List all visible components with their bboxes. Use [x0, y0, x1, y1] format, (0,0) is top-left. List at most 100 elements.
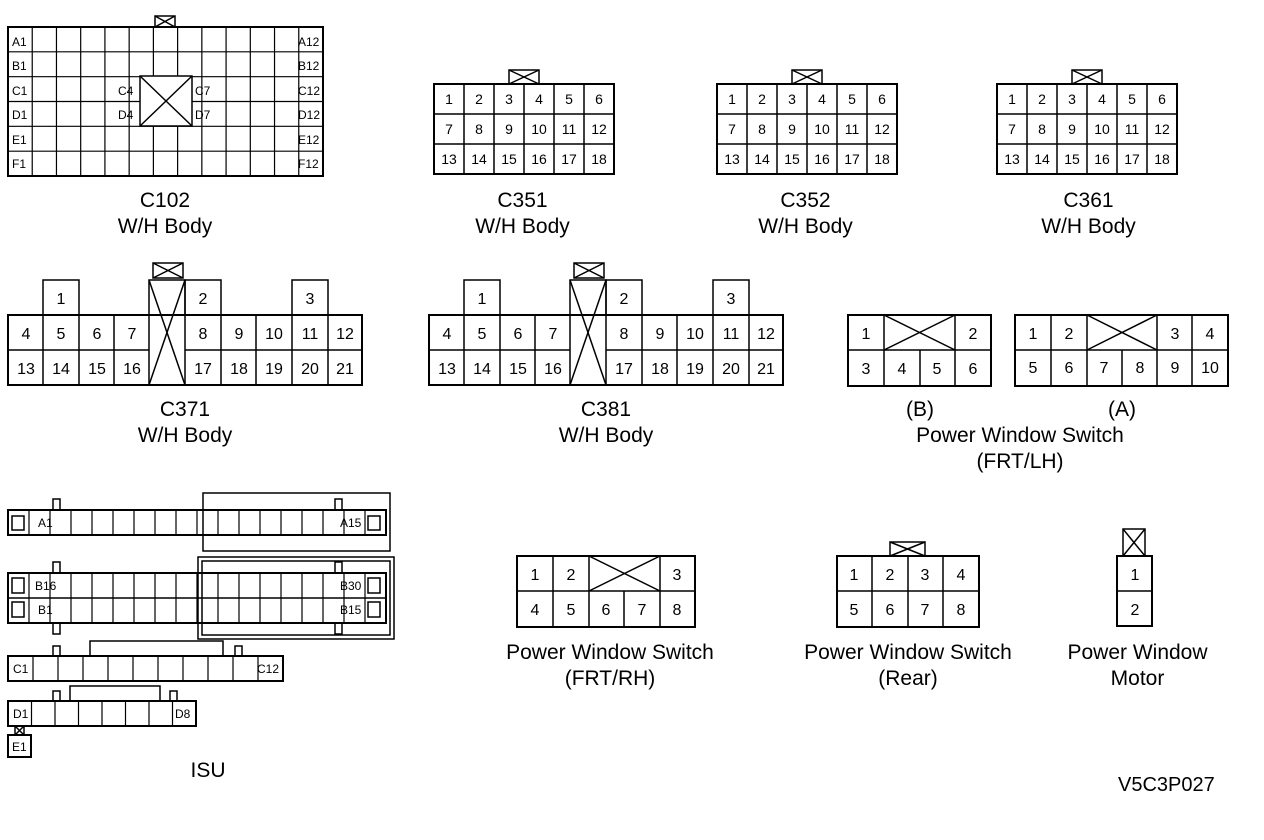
pin-number: 8	[758, 121, 766, 137]
pin-label: A15	[340, 516, 362, 530]
pin-number: 20	[301, 361, 319, 378]
pin-number: 17	[561, 151, 577, 167]
label-a: (A)	[1108, 398, 1136, 421]
caption-c352: C352 W/H Body	[738, 188, 873, 240]
pin-number: 13	[17, 361, 35, 378]
pin-number: 10	[686, 326, 704, 343]
pin-number: 15	[88, 361, 106, 378]
pin-number: 3	[921, 567, 930, 584]
pin-number: 1	[445, 91, 453, 107]
pin-number: 2	[1038, 91, 1046, 107]
pin-number: 3	[1068, 91, 1076, 107]
pin-label: B16	[35, 579, 57, 593]
connector-pws-frt-lh-b: 1 2 3 4 5 6	[847, 314, 992, 387]
pin-number: 12	[591, 121, 607, 137]
connector-pw-motor: 1 2	[1116, 528, 1153, 627]
caption-c371: C371 W/H Body	[115, 397, 255, 449]
pin-number: 6	[1158, 91, 1166, 107]
caption-pw-motor: Power Window Motor	[1045, 640, 1230, 692]
pin-number: 5	[848, 91, 856, 107]
pin-number: 6	[1065, 360, 1074, 377]
pin-number: 2	[886, 567, 895, 584]
pin-number: 19	[686, 361, 704, 378]
pin-number: 9	[505, 121, 513, 137]
pin-number: 16	[531, 151, 547, 167]
pin-number: 3	[505, 91, 513, 107]
pin-number: 4	[957, 567, 966, 584]
pin-label: A1	[12, 35, 27, 49]
label-b: (B)	[906, 398, 934, 421]
pin-number: 11	[562, 121, 577, 137]
pin-number: 4	[1206, 326, 1215, 343]
pin-number: 9	[235, 326, 244, 343]
pin-number: 15	[1064, 151, 1080, 167]
pin-number: 13	[1004, 151, 1020, 167]
pin-label: C7	[195, 84, 211, 98]
pin-label: D8	[175, 707, 191, 721]
pin-number: 8	[1136, 360, 1145, 377]
connector-name: C371	[159, 398, 211, 421]
caption-c351: C351 W/H Body	[455, 188, 590, 240]
pin-number: 11	[845, 121, 860, 137]
pin-number: 4	[443, 326, 452, 343]
connector-name: Power Window Switch	[804, 641, 1012, 664]
pin-number: 3	[1171, 326, 1180, 343]
pin-number: 1	[1131, 567, 1140, 584]
pin-number: 2	[620, 291, 629, 308]
pin-number: 1	[728, 91, 736, 107]
pin-number: 5	[57, 326, 66, 343]
pin-number: 2	[969, 326, 978, 343]
connector-isu: A1 A15 B16 B30 B1 B15 C1 C12 D1 D8 E1	[7, 492, 395, 758]
pin-number: 7	[1008, 121, 1016, 137]
pin-label: C1	[12, 84, 28, 98]
pin-number: 3	[788, 91, 796, 107]
pin-number: 17	[615, 361, 633, 378]
connector-location: (FRT/LH)	[976, 450, 1064, 473]
pin-number: 1	[531, 567, 540, 584]
pin-number: 3	[306, 291, 315, 308]
pin-number: 18	[230, 361, 248, 378]
pin-label: D1	[13, 707, 29, 721]
pin-number: 16	[123, 361, 141, 378]
pin-number: 6	[886, 602, 895, 619]
pin-number: 10	[814, 121, 830, 137]
pin-number: 9	[788, 121, 796, 137]
pin-label: B12	[298, 59, 320, 73]
pin-number: 15	[501, 151, 517, 167]
connector-location: (Rear)	[878, 667, 938, 690]
connector-name: Power Window Switch	[916, 424, 1124, 447]
connector-c361: 1 2 3 4 5 6 7 8 9 10 11 12 13 14 15 16 1…	[996, 69, 1178, 175]
pin-number: 12	[757, 326, 775, 343]
pin-number: 12	[1154, 121, 1170, 137]
pin-number: 8	[1038, 121, 1046, 137]
pin-number: 16	[544, 361, 562, 378]
connector-name: C381	[580, 398, 632, 421]
pin-number: 17	[194, 361, 212, 378]
pin-number: 1	[850, 567, 859, 584]
pin-label: F1	[12, 157, 26, 171]
pin-number: 2	[199, 291, 208, 308]
caption-isu: ISU	[190, 759, 226, 782]
pin-number: 17	[1124, 151, 1140, 167]
pin-number: 9	[1171, 360, 1180, 377]
pin-number: 4	[531, 602, 540, 619]
pin-number: 12	[874, 121, 890, 137]
pin-number: 10	[1201, 360, 1219, 377]
pin-label: C12	[298, 84, 320, 98]
pin-number: 15	[784, 151, 800, 167]
pin-number: 5	[933, 361, 942, 378]
connector-name: Power Window Switch	[506, 641, 714, 664]
pin-number: 3	[727, 291, 736, 308]
pin-label: D1	[12, 108, 28, 122]
pin-number: 6	[93, 326, 102, 343]
pin-number: 7	[549, 326, 558, 343]
connector-c351: 1 2 3 4 5 6 7 8 9 10 11 12 13 14 15 16 1…	[433, 69, 615, 175]
pin-number: 16	[1094, 151, 1110, 167]
pin-number: 11	[1125, 121, 1140, 137]
pin-number: 1	[862, 326, 871, 343]
connector-pws-rear: 1 2 3 4 5 6 7 8	[836, 541, 980, 628]
pin-number: 5	[565, 91, 573, 107]
connector-c102: A1 B1 C1 D1 E1 F1 A12 B12 C12 D12 E12 F1…	[7, 15, 324, 177]
pin-number: 10	[531, 121, 547, 137]
pin-number: 18	[651, 361, 669, 378]
